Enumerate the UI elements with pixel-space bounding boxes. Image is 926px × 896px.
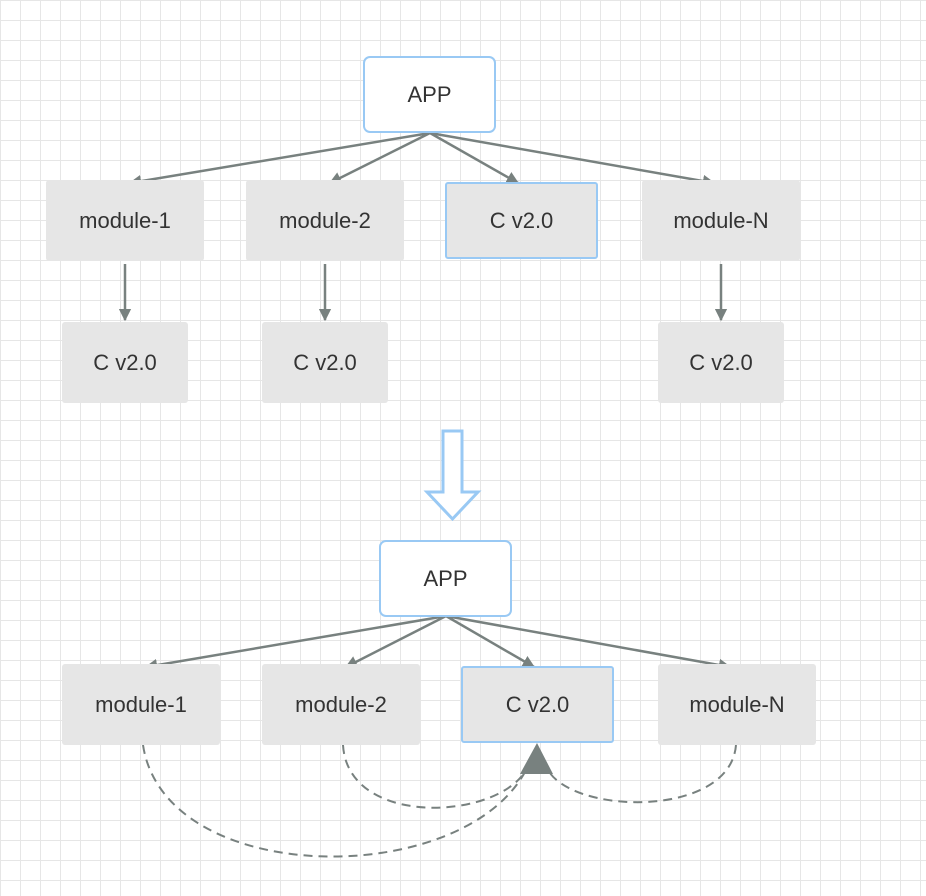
top-module-1-node: module-1: [46, 180, 204, 261]
shared-dependency-arrowhead: [520, 743, 553, 774]
top-module-n-dep-node: C v2.0: [658, 322, 784, 403]
bottom-module-1-node: module-1: [62, 664, 220, 745]
top-c-node: C v2.0: [445, 182, 598, 259]
down-arrow-icon: [423, 429, 482, 522]
dashed-edge-module-2-c: [342, 744, 529, 809]
top-module-2-dep-node: C v2.0: [262, 322, 388, 403]
top-module-n-node: module-N: [642, 180, 800, 261]
edge-app2-module-2: [344, 614, 447, 669]
edge-app-module-n: [429, 131, 716, 188]
dashed-edge-module-n-c: [545, 744, 737, 804]
edge-app-module-2: [328, 131, 431, 185]
top-module-2-node: module-2: [246, 180, 404, 261]
bottom-c-node: C v2.0: [461, 666, 614, 743]
edge-app2-module-1: [144, 614, 447, 672]
dashed-edge-module-1-c: [142, 744, 529, 858]
bottom-module-2-node: module-2: [262, 664, 420, 745]
edge-app-module-1: [128, 131, 431, 188]
bottom-module-n-node: module-N: [658, 664, 816, 745]
top-app-node: APP: [363, 56, 496, 133]
edge-app-c: [429, 131, 520, 185]
edge-app2-c: [445, 614, 536, 669]
edge-app2-module-n: [445, 614, 732, 672]
top-module-1-dep-node: C v2.0: [62, 322, 188, 403]
bottom-app-node: APP: [379, 540, 512, 617]
